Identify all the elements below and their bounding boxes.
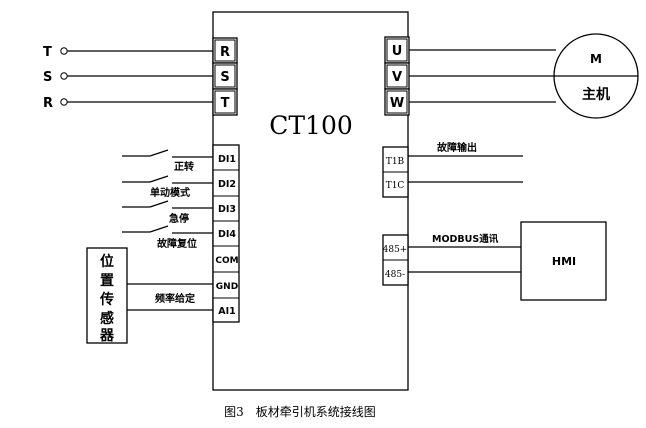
figure-caption: 图3 板材牵引机系统接线图 (224, 404, 376, 419)
terminal-485-minus: 485- (385, 270, 405, 280)
hmi-box (520, 221, 607, 301)
output-terminal-block: U V W (384, 36, 410, 116)
terminal-dot-r (60, 98, 68, 106)
modbus-label: MODBUS通讯 (432, 233, 499, 245)
inverter-body (212, 11, 409, 391)
hmi: HMI (520, 221, 607, 301)
motor-main-label: 主机 (582, 86, 610, 103)
inverter-model: CT100 (269, 111, 353, 140)
position-sensor-box (86, 247, 128, 344)
power-line-label-r: R (43, 96, 53, 111)
input-terminal-block: R S T (212, 37, 238, 116)
terminal-ai1: AI1 (218, 306, 236, 317)
motor-lines (409, 49, 556, 103)
fault-output-label: 故障输出 (437, 141, 477, 154)
terminal-di1: DI1 (218, 154, 236, 165)
power-line-label-s: S (43, 70, 52, 85)
terminal-di2: DI2 (218, 179, 236, 190)
terminal-485-plus: 485+ (383, 245, 408, 255)
power-line-label-t: T (43, 45, 52, 60)
terminal-r: R (220, 45, 230, 60)
terminal-t1b: T1B (386, 157, 405, 167)
terminal-t1c: T1C (386, 181, 405, 191)
terminal-s: S (220, 70, 229, 85)
terminal-dot-t (60, 47, 68, 55)
switch-label-fault-reset: 故障复位 (157, 237, 197, 250)
terminal-dot-s (60, 72, 68, 80)
motor: M 主机 (553, 33, 639, 119)
relay-terminal-block: T1B T1C (382, 146, 523, 198)
sensor-char-3: 传 (99, 291, 114, 308)
switch-label-forward: 正转 (174, 160, 194, 173)
sensor-char-2: 置 (100, 272, 114, 289)
terminal-v: V (392, 70, 402, 85)
terminal-gnd: GND (216, 282, 238, 292)
sensor-char-4: 感 (100, 310, 114, 327)
frequency-setting-label: 频率给定 (155, 292, 195, 305)
position-sensor: 位 置 传 感 器 (86, 247, 213, 344)
terminal-di4: DI4 (218, 229, 236, 240)
terminal-com: COM (215, 256, 238, 266)
terminal-u: U (392, 44, 403, 59)
comm-terminal-block: 485+ 485- (382, 234, 521, 286)
motor-m-label: M (590, 52, 602, 66)
switch-label-emergency-stop: 急停 (169, 212, 189, 225)
terminal-t: T (221, 96, 230, 111)
hmi-label: HMI (552, 255, 576, 268)
terminal-di3: DI3 (218, 204, 236, 215)
switch-label-single-mode: 单动模式 (150, 186, 190, 199)
terminal-w: W (390, 96, 404, 111)
switch-wiring (122, 149, 213, 234)
control-terminal-block: DI1 DI2 DI3 DI4 COM GND AI1 (212, 144, 240, 323)
sensor-char-5: 器 (99, 328, 115, 344)
sensor-char-1: 位 (100, 253, 114, 270)
power-input-lines: T S R (43, 45, 213, 111)
